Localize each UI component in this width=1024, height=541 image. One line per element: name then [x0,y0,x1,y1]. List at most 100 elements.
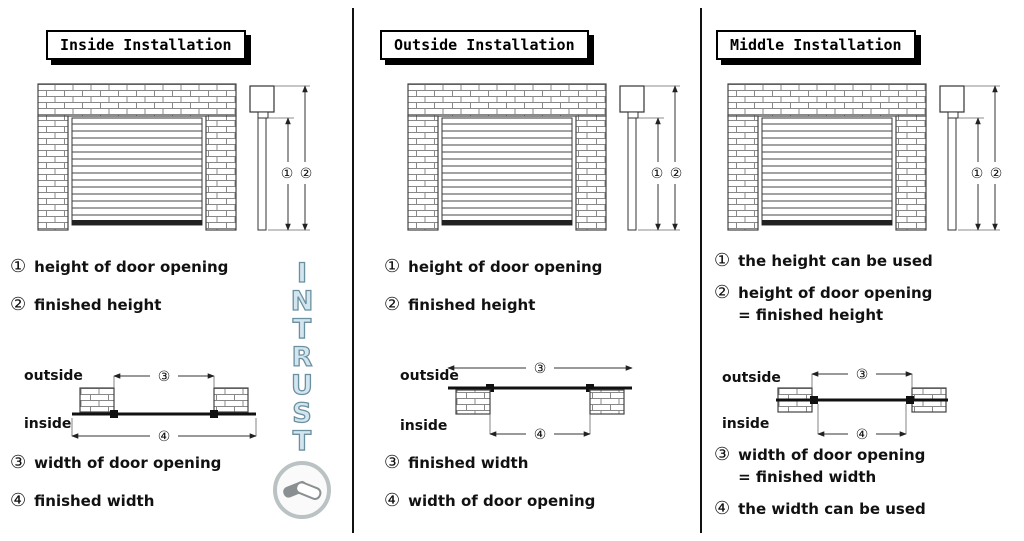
legend-text: width of door opening = finished width [738,446,926,486]
legend-text: the width can be used [738,499,926,518]
dimension-label-1: ① [971,166,984,182]
wall-block-left [79,387,115,413]
guide-block-left [486,384,494,392]
legend-item: ③ finished width [384,452,595,475]
plan-view-diagram: outside inside ③ ④ [400,361,633,443]
legend-item: ③ width of door opening [10,452,221,475]
shutter-bottom-bar [762,220,892,225]
circled-number: ① [384,256,401,277]
shutter-bottom-bar [442,220,572,225]
circled-number: ② [714,281,731,303]
dimension-label-2: ② [300,166,313,182]
guide-block-left [810,396,818,404]
plan-view-diagram: outside inside ③ ④ [24,368,257,445]
panel-middle-installation: Middle Installation [702,0,1024,541]
legend-height: ① height of door opening ② finished heig… [384,256,602,317]
dimension-label-3: ③ [856,367,869,383]
brick-lintel [407,83,607,117]
legend-text: height of door opening [34,258,229,276]
legend-text: the height can be used [738,252,933,270]
legend-text: width of door opening [408,491,596,510]
side-profile [619,85,645,231]
shutter-bottom-bar [72,220,202,225]
legend-text: height of door opening = finished height [738,283,933,324]
legend-item: ③ width of door opening = finished width [714,444,926,489]
dimension-label-4: ④ [158,429,171,445]
legend-text: width of door opening [34,454,222,472]
legend-text: finished height [408,295,536,314]
brick-right-wall [895,115,927,231]
guide-block-right [210,410,218,418]
front-view-diagram: ① ② [407,83,683,231]
roller-shutter-curtain [71,117,203,226]
brick-lintel [37,83,237,117]
legend-item: ② finished height [384,294,602,317]
inside-label: inside [400,418,447,434]
circled-number: ④ [384,489,401,511]
panel-outside-installation: Outside Installation [354,0,700,541]
dimension-label-2: ② [670,166,683,182]
dimension-label-3: ③ [158,369,171,385]
title-middle-installation: Middle Installation [716,30,916,60]
inside-label: inside [722,416,769,432]
legend-item: ④ the width can be used [714,498,926,521]
brick-right-wall [575,115,607,231]
circled-number: ③ [10,452,27,473]
title-outside-installation: Outside Installation [380,30,589,60]
legend-width: ③ width of door opening = finished width… [714,444,926,520]
side-profile [939,85,965,231]
dimension-label-1: ① [281,166,294,182]
circled-number: ① [10,256,27,277]
outside-label: outside [24,368,83,384]
brick-left-wall [37,115,69,231]
guide-block-right [586,384,594,392]
outside-label: outside [722,370,781,386]
legend-width: ③ width of door opening ④ finished width [10,452,221,513]
legend-text: height of door opening [408,258,603,276]
wall-block-right [213,387,249,413]
roller-shutter-slats [72,123,202,216]
front-view-diagram: ① ② [37,83,313,231]
legend-item: ④ width of door opening [384,490,595,513]
outside-label: outside [400,368,459,384]
plan-view-diagram: outside inside ③ ④ [722,367,948,443]
circled-number: ③ [384,452,401,473]
legend-text: finished height [34,295,162,314]
dimension-label-2: ② [990,166,1003,182]
legend-item: ① height of door opening [384,256,602,279]
panel-divider [352,8,354,533]
legend-item: ② finished height [10,294,228,317]
dimension-label-3: ③ [534,361,547,377]
dimension-label-1: ① [651,166,664,182]
roller-shutter-slats [762,123,892,216]
brick-left-wall [727,115,759,231]
legend-item: ① the height can be used [714,250,933,273]
brick-left-wall [407,115,439,231]
circled-number: ③ [714,444,731,465]
circled-number: ② [384,293,401,315]
circled-number: ② [10,293,27,315]
legend-item: ② height of door opening = finished heig… [714,282,933,327]
side-profile [249,85,275,231]
legend-text: finished width [408,454,529,472]
brick-lintel [727,83,927,117]
roller-shutter-slats [442,123,572,216]
wall-block-right [589,389,625,415]
legend-height: ① the height can be used ② height of doo… [714,250,933,326]
title-inside-installation: Inside Installation [46,30,246,60]
panel-divider [700,8,702,533]
legend-item: ④ finished width [10,490,221,513]
legend-text: finished width [34,491,155,510]
brick-right-wall [205,115,237,231]
guide-block-left [110,410,118,418]
circled-number: ④ [714,497,731,519]
dimension-label-4: ④ [534,427,547,443]
legend-width: ③ finished width ④ width of door opening [384,452,595,513]
circled-number: ④ [10,489,27,511]
legend-item: ① height of door opening [10,256,228,279]
panel-inside-installation: Inside Installation [0,0,352,541]
legend-height: ① height of door opening ② finished heig… [10,256,228,317]
circled-number: ① [714,250,731,271]
roller-shutter-curtain [441,117,573,226]
